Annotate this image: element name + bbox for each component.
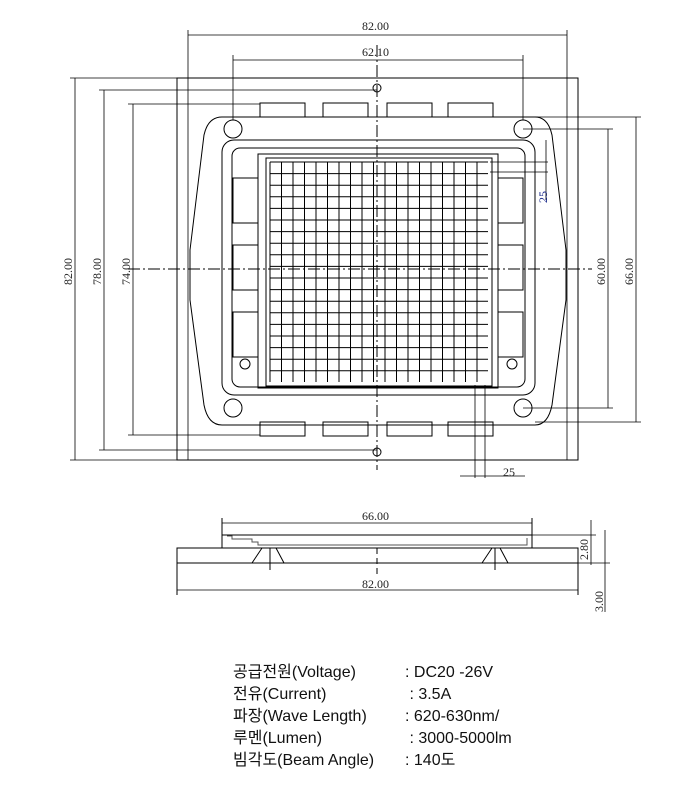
spec-row-current: 전유(Current) : 3.5A [233,684,512,706]
spec-row-voltage: 공급전원(Voltage) : DC20 -26V [233,662,512,684]
module-body [189,116,567,426]
hole-icon [223,398,243,418]
spec-row-beam-angle: 빔각도(Beam Angle) : 140도 [233,750,512,772]
dim-hole-spacing-y: 60.00 [594,258,608,285]
dimension-lines [70,30,641,478]
led-grid [269,161,488,382]
spec-row-wavelength: 파장(Wave Length) : 620-630nm/ [233,706,512,728]
side-top-part [221,534,533,549]
spec-value: : 3.5A [405,686,452,703]
side-led-profile [227,535,528,546]
top-view: 82.00 62.10 82.00 78.00 74.00 60.00 66.0… [61,19,641,479]
side-screws [251,547,509,570]
top-tabs [259,102,494,118]
led-array-border [265,157,493,387]
dim-gap-right: 25 [536,191,550,203]
dim-overall-width: 82.00 [362,19,389,33]
dim-top-width: 66.00 [362,509,389,523]
bottom-tabs [259,421,494,437]
dim-base-width: 82.00 [362,577,389,591]
inner-frame-2 [231,147,526,388]
spec-row-lumen: 루멘(Lumen) : 3000-5000lm [233,728,512,750]
side-contacts [232,177,524,358]
dim-height-74: 74.00 [119,258,133,285]
spec-label: 공급전원(Voltage) [233,664,356,681]
dim-height-66: 66.00 [622,258,636,285]
spec-value: : DC20 -26V [405,664,494,681]
spec-table: 공급전원(Voltage) : DC20 -26V 전유(Current) : 3… [233,662,512,772]
inner-frame [221,139,536,396]
dim-hole-spacing-x: 62.10 [362,45,389,59]
dim-height-78: 78.00 [90,258,104,285]
substrate [257,153,499,389]
dim-top-thickness: 2.80 [577,539,591,560]
dim-gap-bottom: 25 [503,465,515,479]
side-view: 66.00 82.00 2.80 3.00 [176,509,610,612]
spec-label: 파장(Wave Length) [233,708,367,725]
dim-overall-height: 82.00 [61,258,75,285]
dim-base-thickness: 3.00 [592,591,606,612]
spec-label: 전유(Current) [233,686,327,703]
spec-value: : 140도 [405,752,456,769]
spec-label: 빔각도(Beam Angle) [233,752,375,769]
hole-icon [223,119,243,139]
spec-label: 루멘(Lumen) [233,730,323,747]
spec-value: : 620-630nm/ [405,708,500,725]
spec-value: : 3000-5000lm [405,730,512,747]
